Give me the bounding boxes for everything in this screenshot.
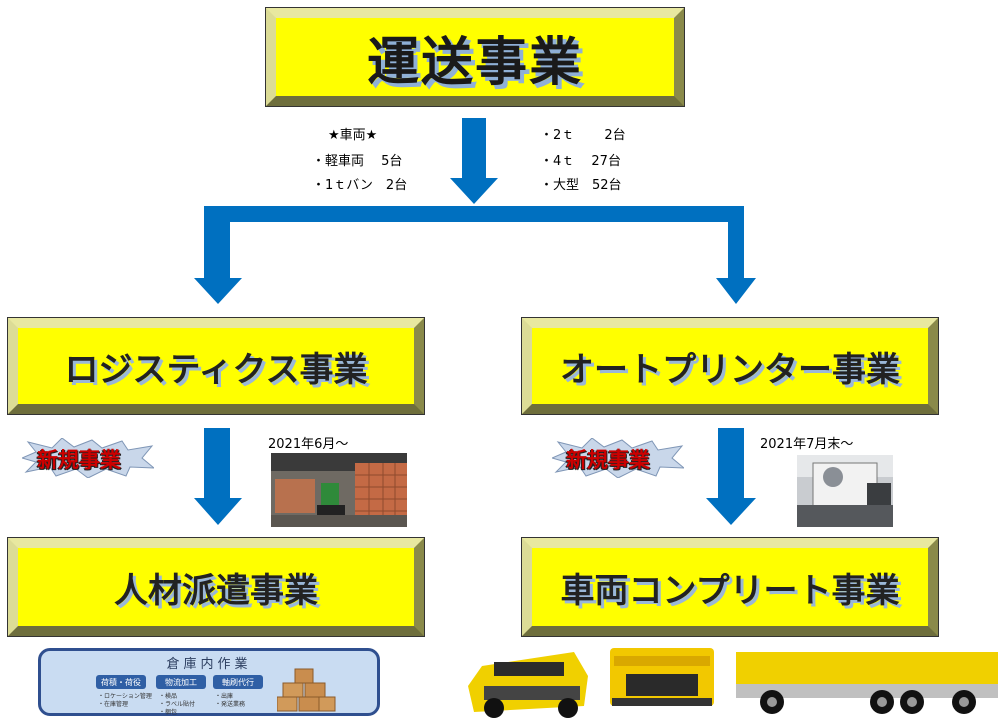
warehouse-col-2: ・検品 ・ラベル貼付 ・梱包 bbox=[159, 693, 196, 716]
vehicle-1t-van: ・1ｔバン 2台 bbox=[312, 178, 408, 193]
warehouse-pill-3: 軸刷代行 bbox=[213, 675, 263, 689]
logistics-box: ロジスティクス事業 bbox=[7, 317, 425, 415]
truck-photo-2 bbox=[606, 646, 718, 710]
auto-printer-box: オートプリンター事業 bbox=[521, 317, 939, 415]
warehouse-pill-1: 荷積・荷役 bbox=[96, 675, 146, 689]
auto-printer-text: オートプリンター事業 bbox=[560, 349, 900, 390]
arrow-left-down bbox=[194, 428, 242, 525]
arrow-top-down bbox=[450, 118, 498, 204]
vehicle-2t: ・2ｔ 2台 bbox=[540, 128, 626, 143]
burst-icon-left bbox=[22, 438, 154, 478]
logistics-text: ロジスティクス事業 bbox=[64, 349, 368, 390]
truck-photo-3 bbox=[736, 648, 998, 716]
vehicle-large: ・大型 52台 bbox=[540, 178, 622, 193]
boxes-icon bbox=[277, 668, 336, 712]
staffing-box: 人材派遣事業 bbox=[7, 537, 425, 637]
printer-date: 2021年7月末～ bbox=[760, 437, 854, 452]
printer-photo bbox=[797, 455, 893, 527]
logistics-date: 2021年6月～ bbox=[268, 437, 349, 452]
title-text: 運送事業 bbox=[366, 32, 583, 93]
warehouse-col-3: ・出庫 ・発送業務 bbox=[215, 693, 246, 708]
arrow-split-bar bbox=[194, 206, 756, 304]
vehicle-complete-text: 車両コンプリート事業 bbox=[560, 570, 900, 611]
arrow-right-down bbox=[706, 428, 756, 525]
vehicle-4t: ・4ｔ 27台 bbox=[540, 154, 621, 169]
new-business-left: 新規事業 bbox=[37, 448, 121, 472]
warehouse-photo bbox=[271, 453, 407, 527]
staffing-text: 人材派遣事業 bbox=[114, 570, 318, 611]
truck-photo-1 bbox=[464, 646, 592, 722]
title-box: 運送事業 bbox=[265, 7, 685, 107]
warehouse-panel: 倉庫内作業 荷積・荷役 物流加工 軸刷代行 ・ロケーション管理 ・在庫管理 ・検… bbox=[38, 648, 380, 716]
vehicle-light: ・軽車両 5台 bbox=[312, 154, 403, 169]
warehouse-pill-2: 物流加工 bbox=[156, 675, 206, 689]
warehouse-title: 倉庫内作業 bbox=[166, 657, 252, 672]
vehicle-label-header: ★車両★ bbox=[328, 128, 378, 143]
warehouse-col-1: ・ロケーション管理 ・在庫管理 bbox=[98, 693, 152, 708]
burst-icon-right bbox=[552, 438, 684, 478]
vehicle-complete-box: 車両コンプリート事業 bbox=[521, 537, 939, 637]
new-business-right: 新規事業 bbox=[566, 448, 650, 472]
